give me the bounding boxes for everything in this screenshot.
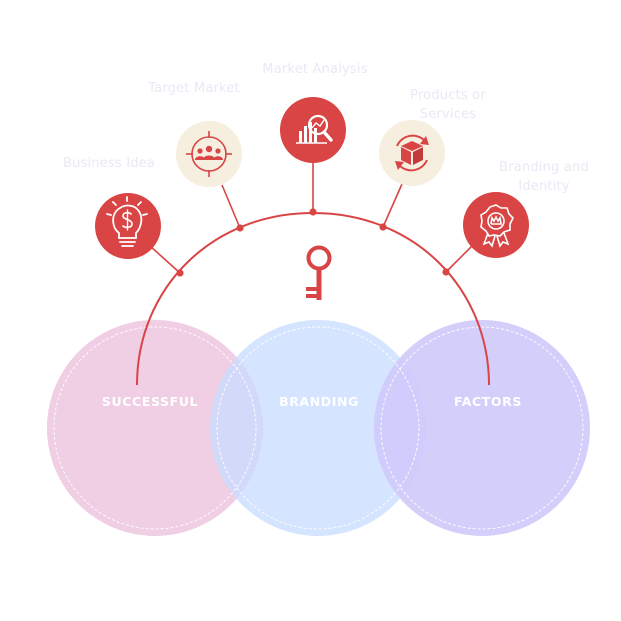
node-business-idea: [95, 193, 161, 259]
node-products-services: [379, 120, 445, 186]
target-people-icon: [186, 131, 232, 177]
circle-factors-dashed-ring: [380, 326, 584, 530]
box-cycle-icon: [395, 134, 429, 172]
circle-branding-dashed-ring: [216, 326, 420, 530]
spoke-business-idea: [149, 245, 181, 274]
lightbulb-dollar-icon: [106, 196, 148, 247]
node-branding-identity-bg: [463, 192, 529, 258]
circle-successful: [47, 320, 263, 536]
dot-target-market: [236, 224, 244, 232]
node-target-market-bg: [176, 121, 242, 187]
node-target-market: [176, 121, 242, 187]
connector-spokes: [149, 162, 475, 274]
node-market-analysis-bg: [280, 97, 346, 163]
label-successful: SUCCESSFUL: [101, 394, 199, 409]
dot-products-services: [379, 223, 387, 231]
circle-branding: [210, 320, 426, 536]
node-branding-identity: [463, 192, 529, 258]
key-icon: [306, 245, 332, 300]
circle-successful-dashed-ring: [53, 326, 257, 530]
connector-dots: [176, 208, 450, 277]
dot-market-analysis: [309, 208, 317, 216]
node-market-analysis: [280, 97, 346, 163]
label-products-services: Products or Services: [410, 88, 486, 122]
venn-circles: [47, 320, 590, 536]
spoke-target-market: [221, 184, 241, 229]
award-badge-icon: [480, 204, 514, 248]
spoke-branding-identity: [445, 243, 475, 273]
spoke-products-services: [382, 183, 403, 228]
label-target-market: Target Market: [148, 81, 240, 96]
dot-business-idea: [176, 269, 184, 277]
node-products-services-bg: [379, 120, 445, 186]
label-market-analysis: Market Analysis: [262, 62, 368, 77]
chart-magnifier-icon: [296, 114, 333, 144]
label-factors: FACTORS: [454, 394, 522, 409]
label-branding-identity: Branding and Identity: [499, 160, 589, 194]
label-business-idea: Business Idea: [62, 156, 156, 171]
label-branding: BRANDING: [279, 394, 359, 409]
dot-branding-identity: [442, 268, 450, 276]
circle-factors: [374, 320, 590, 536]
